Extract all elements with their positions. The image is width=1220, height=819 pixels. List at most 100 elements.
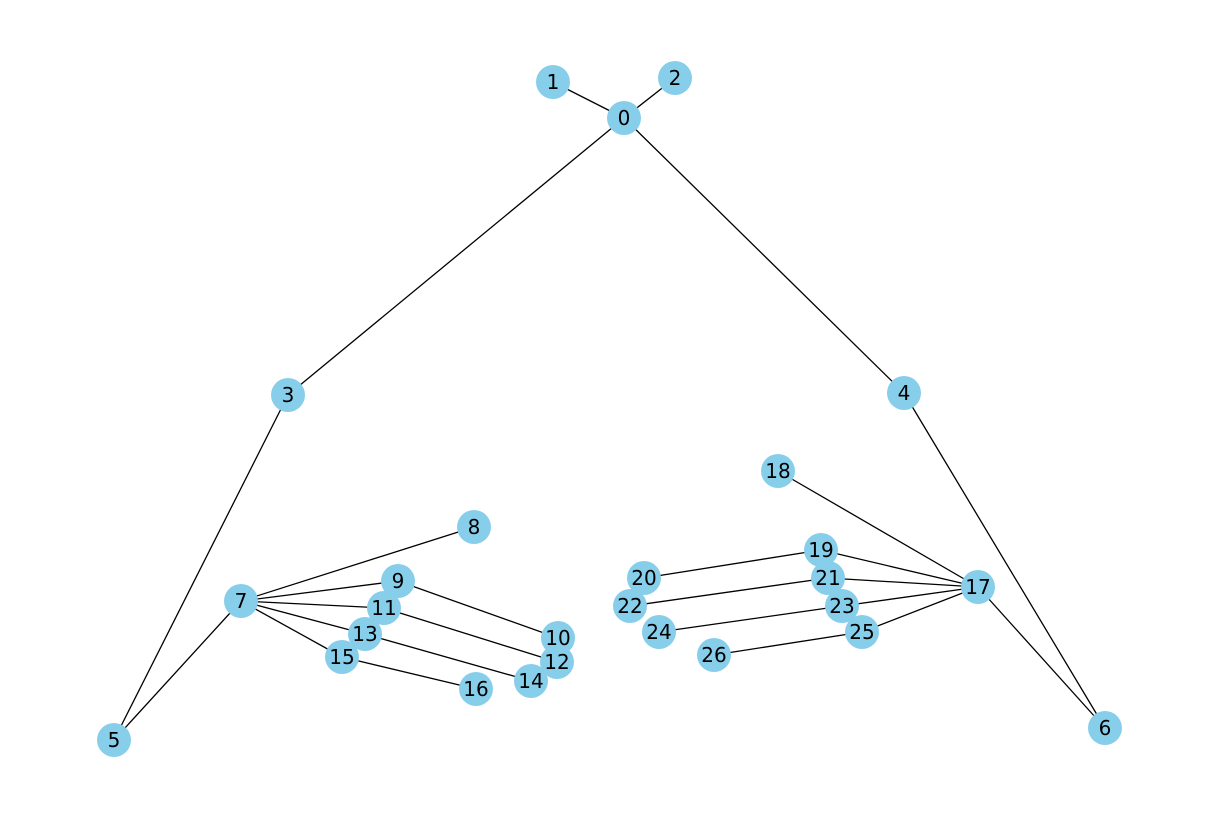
edge-19-20 — [643, 549, 822, 579]
node-label-3: 3 — [282, 383, 295, 407]
node-2: 2 — [658, 61, 692, 95]
node-circle-12 — [540, 645, 574, 679]
node-6: 6 — [1088, 711, 1122, 745]
node-circle-0 — [607, 101, 641, 135]
edge-7-8 — [240, 526, 475, 602]
node-circle-10 — [541, 621, 575, 655]
node-circle-13 — [348, 617, 382, 651]
edge-7-11 — [240, 600, 385, 609]
edges-layer — [113, 77, 1106, 741]
node-label-21: 21 — [815, 566, 840, 590]
edge-17-18 — [777, 470, 979, 588]
node-label-11: 11 — [371, 596, 396, 620]
node-20: 20 — [627, 561, 661, 595]
node-label-4: 4 — [898, 381, 911, 405]
node-circle-19 — [804, 533, 838, 567]
node-label-17: 17 — [965, 575, 990, 599]
node-circle-8 — [457, 510, 491, 544]
node-circle-26 — [697, 638, 731, 672]
edge-0-3 — [287, 117, 625, 396]
node-circle-3 — [271, 378, 305, 412]
node-label-5: 5 — [108, 728, 121, 752]
node-label-22: 22 — [617, 594, 642, 618]
edge-17-19 — [820, 549, 979, 588]
edge-17-23 — [841, 586, 979, 607]
node-circle-1 — [536, 65, 570, 99]
edge-7-13 — [240, 600, 366, 635]
node-circle-17 — [961, 570, 995, 604]
edge-5-7 — [113, 600, 242, 741]
node-circle-4 — [887, 376, 921, 410]
node-24: 24 — [642, 615, 676, 649]
node-label-26: 26 — [701, 643, 726, 667]
node-label-18: 18 — [765, 459, 790, 483]
node-label-25: 25 — [849, 620, 874, 644]
node-label-9: 9 — [392, 569, 405, 593]
edge-4-6 — [903, 392, 1106, 729]
node-1: 1 — [536, 65, 570, 99]
edge-17-25 — [861, 586, 979, 633]
node-14: 14 — [514, 664, 548, 698]
edge-7-9 — [240, 580, 399, 602]
node-label-13: 13 — [352, 622, 377, 646]
node-circle-18 — [761, 454, 795, 488]
node-18: 18 — [761, 454, 795, 488]
node-label-24: 24 — [646, 620, 671, 644]
node-label-8: 8 — [468, 515, 481, 539]
node-7: 7 — [224, 584, 258, 618]
edge-13-14 — [364, 633, 532, 682]
node-12: 12 — [540, 645, 574, 679]
node-circle-11 — [367, 591, 401, 625]
edge-11-12 — [383, 607, 558, 663]
node-circle-22 — [613, 589, 647, 623]
node-label-14: 14 — [518, 669, 543, 693]
node-circle-14 — [514, 664, 548, 698]
node-label-20: 20 — [631, 566, 656, 590]
node-22: 22 — [613, 589, 647, 623]
node-label-12: 12 — [544, 650, 569, 674]
node-3: 3 — [271, 378, 305, 412]
edge-6-17 — [977, 586, 1106, 729]
node-label-15: 15 — [329, 645, 354, 669]
node-circle-7 — [224, 584, 258, 618]
node-16: 16 — [459, 672, 493, 706]
node-label-1: 1 — [547, 70, 560, 94]
node-label-0: 0 — [618, 106, 631, 130]
node-19: 19 — [804, 533, 838, 567]
node-26: 26 — [697, 638, 731, 672]
edge-15-16 — [341, 656, 477, 690]
edge-0-4 — [623, 117, 905, 394]
node-9: 9 — [381, 564, 415, 598]
node-circle-21 — [811, 561, 845, 595]
edge-25-26 — [713, 631, 863, 656]
node-21: 21 — [811, 561, 845, 595]
node-circle-6 — [1088, 711, 1122, 745]
node-label-16: 16 — [463, 677, 488, 701]
edge-3-5 — [113, 394, 289, 741]
node-25: 25 — [845, 615, 879, 649]
node-4: 4 — [887, 376, 921, 410]
node-5: 5 — [97, 723, 131, 757]
node-circle-5 — [97, 723, 131, 757]
node-label-23: 23 — [829, 594, 854, 618]
node-circle-24 — [642, 615, 676, 649]
node-15: 15 — [325, 640, 359, 674]
node-circle-9 — [381, 564, 415, 598]
node-label-2: 2 — [669, 66, 682, 90]
node-13: 13 — [348, 617, 382, 651]
node-0: 0 — [607, 101, 641, 135]
edge-21-22 — [629, 577, 829, 607]
node-circle-20 — [627, 561, 661, 595]
edge-9-10 — [397, 580, 559, 639]
node-23: 23 — [825, 589, 859, 623]
node-11: 11 — [367, 591, 401, 625]
edge-17-21 — [827, 577, 979, 588]
node-17: 17 — [961, 570, 995, 604]
node-circle-16 — [459, 672, 493, 706]
node-label-6: 6 — [1099, 716, 1112, 740]
edge-23-24 — [658, 605, 843, 633]
node-label-7: 7 — [235, 589, 248, 613]
node-circle-2 — [658, 61, 692, 95]
